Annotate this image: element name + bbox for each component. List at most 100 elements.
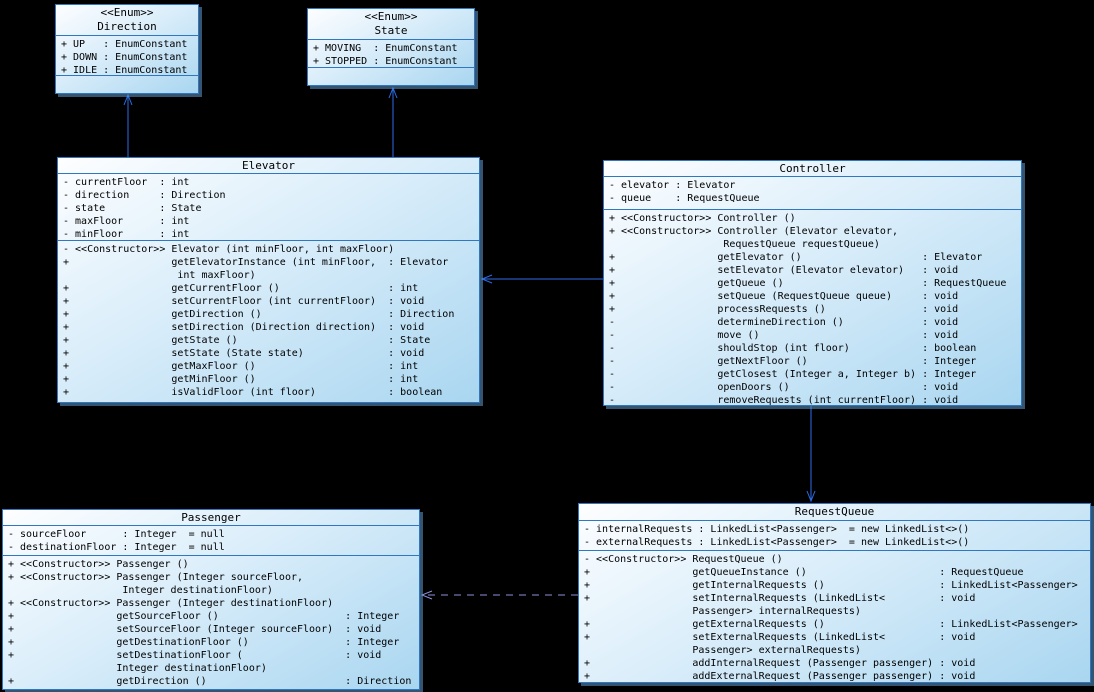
method-row: + getDirection () : Direction [63, 309, 455, 320]
class-title: State [374, 24, 408, 37]
class-title: Elevator [242, 158, 295, 172]
method-row: + setCurrentFloor (int currentFloor) : v… [63, 296, 425, 307]
open-arrowhead-icon [480, 274, 493, 284]
method-row-wrap: RequestQueue requestQueue) [609, 239, 880, 250]
method-row: + setInternalRequests (LinkedList< : voi… [584, 593, 976, 604]
attribute-row: + DOWN : EnumConstant [61, 52, 188, 63]
method-row: - openDoors () : void [609, 382, 959, 393]
method-row: + getDirection () : Direction [8, 676, 412, 687]
class-title: Direction [97, 20, 157, 33]
class-box-direction[interactable]: <<Enum>>Direction + UP : EnumConstant + DO… [55, 4, 199, 94]
method-row: + getState () : State [63, 335, 431, 346]
method-row: + getMaxFloor () : int [63, 361, 419, 372]
open-arrowhead-icon [123, 93, 133, 106]
class-title: Passenger [181, 510, 241, 524]
method-row: + processRequests () : void [609, 304, 959, 315]
method-row-wrap: Integer destinationFloor) [8, 585, 273, 596]
attribute-row: - direction : Direction [63, 190, 226, 201]
method-row: - getClosest (Integer a, Integer b) : In… [609, 369, 977, 380]
methods-compartment: + <<Constructor>> Controller () + <<Const… [604, 209, 1021, 405]
class-header-elevator: Elevator [58, 158, 479, 173]
methods-compartment: - <<Constructor>> RequestQueue () + getQu… [579, 550, 1090, 682]
attributes-compartment: + MOVING : EnumConstant+ STOPPED : EnumC… [308, 39, 474, 67]
method-row: + getCurrentFloor () : int [63, 283, 419, 294]
methods-compartment [308, 67, 474, 85]
method-row: + setSourceFloor (Integer sourceFloor) :… [8, 624, 382, 635]
method-row: + getMinFloor () : int [63, 374, 419, 385]
attribute-row: - state : State [63, 203, 202, 214]
attribute-row: - minFloor : int [63, 229, 190, 240]
method-row: + setElevator (Elevator elevator) : void [609, 265, 959, 276]
attributes-compartment: - sourceFloor : Integer = null - destinat… [3, 525, 419, 555]
method-row: + getSourceFloor () : Integer [8, 611, 400, 622]
class-header-state: <<Enum>>State [308, 9, 474, 39]
class-box-requestqueue[interactable]: RequestQueue - internalRequests : LinkedL… [578, 503, 1091, 683]
method-row-wrap: int maxFloor) [63, 270, 256, 281]
method-row: + <<Constructor>> Controller () [609, 213, 796, 224]
attribute-row: + UP : EnumConstant [61, 39, 188, 50]
relation-controller-to-elevator[interactable] [480, 274, 603, 284]
class-header-controller: Controller [604, 161, 1021, 176]
method-row: + addExternalRequest (Passenger passenge… [584, 671, 976, 682]
attribute-row: - currentFloor : int [63, 177, 190, 188]
method-row: + getQueue () : RequestQueue [609, 278, 1007, 289]
attribute-row: - internalRequests : LinkedList<Passenge… [584, 524, 970, 535]
class-title: RequestQueue [794, 505, 875, 518]
method-row: + getInternalRequests () : LinkedList<Pa… [584, 580, 1078, 591]
method-row: + getDestinationFloor () : Integer [8, 637, 400, 648]
relation-elevator-to-state[interactable] [388, 86, 398, 157]
method-row-wrap: Passenger> internalRequests) [584, 606, 861, 617]
method-row: + <<Constructor>> Passenger (Integer des… [8, 598, 334, 609]
method-row: + setDirection (Direction direction) : v… [63, 322, 425, 333]
attributes-compartment: - internalRequests : LinkedList<Passenge… [579, 520, 1090, 550]
method-row: - <<Constructor>> Elevator (int minFloor… [63, 244, 395, 255]
method-row: - shouldStop (int floor) : boolean [609, 343, 977, 354]
method-row: + getQueueInstance () : RequestQueue [584, 567, 1024, 578]
method-row: - <<Constructor>> RequestQueue () [584, 554, 783, 565]
method-row-wrap: Passenger> externalRequests) [584, 645, 861, 656]
attribute-row: - elevator : Elevator [609, 180, 736, 191]
method-row: - move () : void [609, 330, 959, 341]
method-row: + setDestinationFloor ( : void [8, 650, 382, 661]
method-row: + <<Constructor>> Passenger () [8, 559, 189, 570]
method-row-wrap: Integer destinationFloor) [8, 663, 267, 674]
method-row: + <<Constructor>> Passenger (Integer sou… [8, 572, 304, 583]
attribute-row: - destinationFloor : Integer = null [8, 542, 225, 553]
attribute-row: - sourceFloor : Integer = null [8, 529, 225, 540]
attribute-row: - externalRequests : LinkedList<Passenge… [584, 537, 970, 548]
method-row: + setQueue (RequestQueue queue) : void [609, 291, 959, 302]
method-row: + isValidFloor (int floor) : boolean [63, 387, 443, 398]
attribute-row: - maxFloor : int [63, 216, 190, 227]
method-row: + setExternalRequests (LinkedList< : voi… [584, 632, 976, 643]
attributes-compartment: - elevator : Elevator - queue : RequestQu… [604, 176, 1021, 209]
method-row: + getElevator () : Elevator [609, 252, 983, 263]
attribute-row: + IDLE : EnumConstant [61, 65, 188, 75]
method-row: + getExternalRequests () : LinkedList<Pa… [584, 619, 1078, 630]
class-box-state[interactable]: <<Enum>>State+ MOVING : EnumConstant+ ST… [307, 8, 475, 86]
class-stereotype: <<Enum>> [364, 10, 418, 23]
attribute-row: + MOVING : EnumConstant [313, 43, 458, 54]
methods-compartment: - <<Constructor>> Elevator (int minFloor… [58, 240, 479, 402]
attributes-compartment: + UP : EnumConstant + DOWN : EnumConstant… [56, 35, 198, 75]
method-row: + setState (State state) : void [63, 348, 425, 359]
class-header-requestqueue: RequestQueue [579, 504, 1090, 520]
method-row: - getNextFloor () : Integer [609, 356, 977, 367]
attributes-compartment: - currentFloor : int - direction : Direct… [58, 173, 479, 240]
open-arrowhead-icon [388, 86, 398, 99]
class-stereotype: <<Enum>> [100, 6, 154, 19]
relation-requestqueue-to-passenger[interactable] [420, 590, 578, 600]
class-box-elevator[interactable]: Elevator - currentFloor : int - direction … [57, 157, 480, 403]
open-arrowhead-icon [420, 590, 433, 600]
attribute-row: - queue : RequestQueue [609, 193, 760, 204]
class-title: Controller [779, 161, 846, 175]
class-box-controller[interactable]: Controller - elevator : Elevator - queue :… [603, 160, 1022, 406]
method-row: + getElevatorInstance (int minFloor, : E… [63, 257, 449, 268]
methods-compartment: + <<Constructor>> Passenger () + <<Constr… [3, 555, 419, 689]
relation-elevator-to-direction[interactable] [123, 93, 133, 157]
method-row: + <<Constructor>> Controller (Elevator e… [609, 226, 898, 237]
relation-controller-to-requestqueue[interactable] [806, 406, 816, 503]
methods-compartment [56, 75, 198, 93]
class-box-passenger[interactable]: Passenger- sourceFloor : Integer = null-… [2, 509, 420, 690]
